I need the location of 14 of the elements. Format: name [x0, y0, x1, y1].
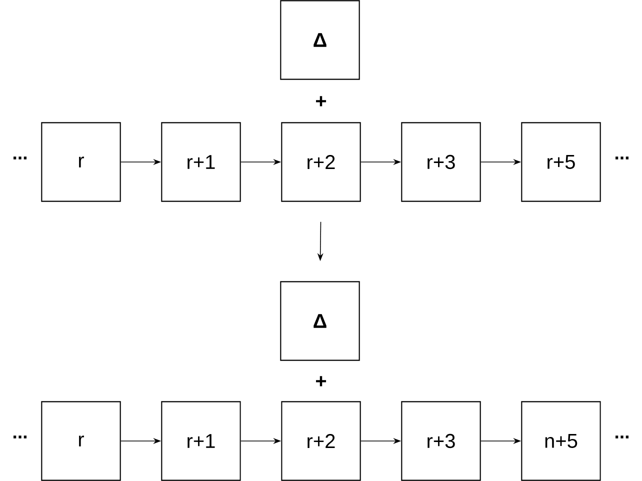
process-box: r: [41, 401, 121, 481]
plus-sign: +: [316, 96, 326, 106]
process-box: Δ: [280, 281, 360, 361]
process-box: r+3: [401, 122, 481, 202]
process-box: r+3: [401, 401, 481, 481]
plus-sign: +: [316, 376, 326, 386]
process-box: r+5: [521, 122, 601, 202]
process-box: r+2: [281, 401, 361, 481]
process-box: n+5: [521, 401, 601, 481]
process-box: Δ: [280, 0, 360, 80]
process-box: r+1: [161, 122, 241, 202]
process-box: r+1: [161, 401, 241, 481]
process-box: r+2: [281, 122, 361, 202]
process-box: r: [41, 122, 121, 202]
